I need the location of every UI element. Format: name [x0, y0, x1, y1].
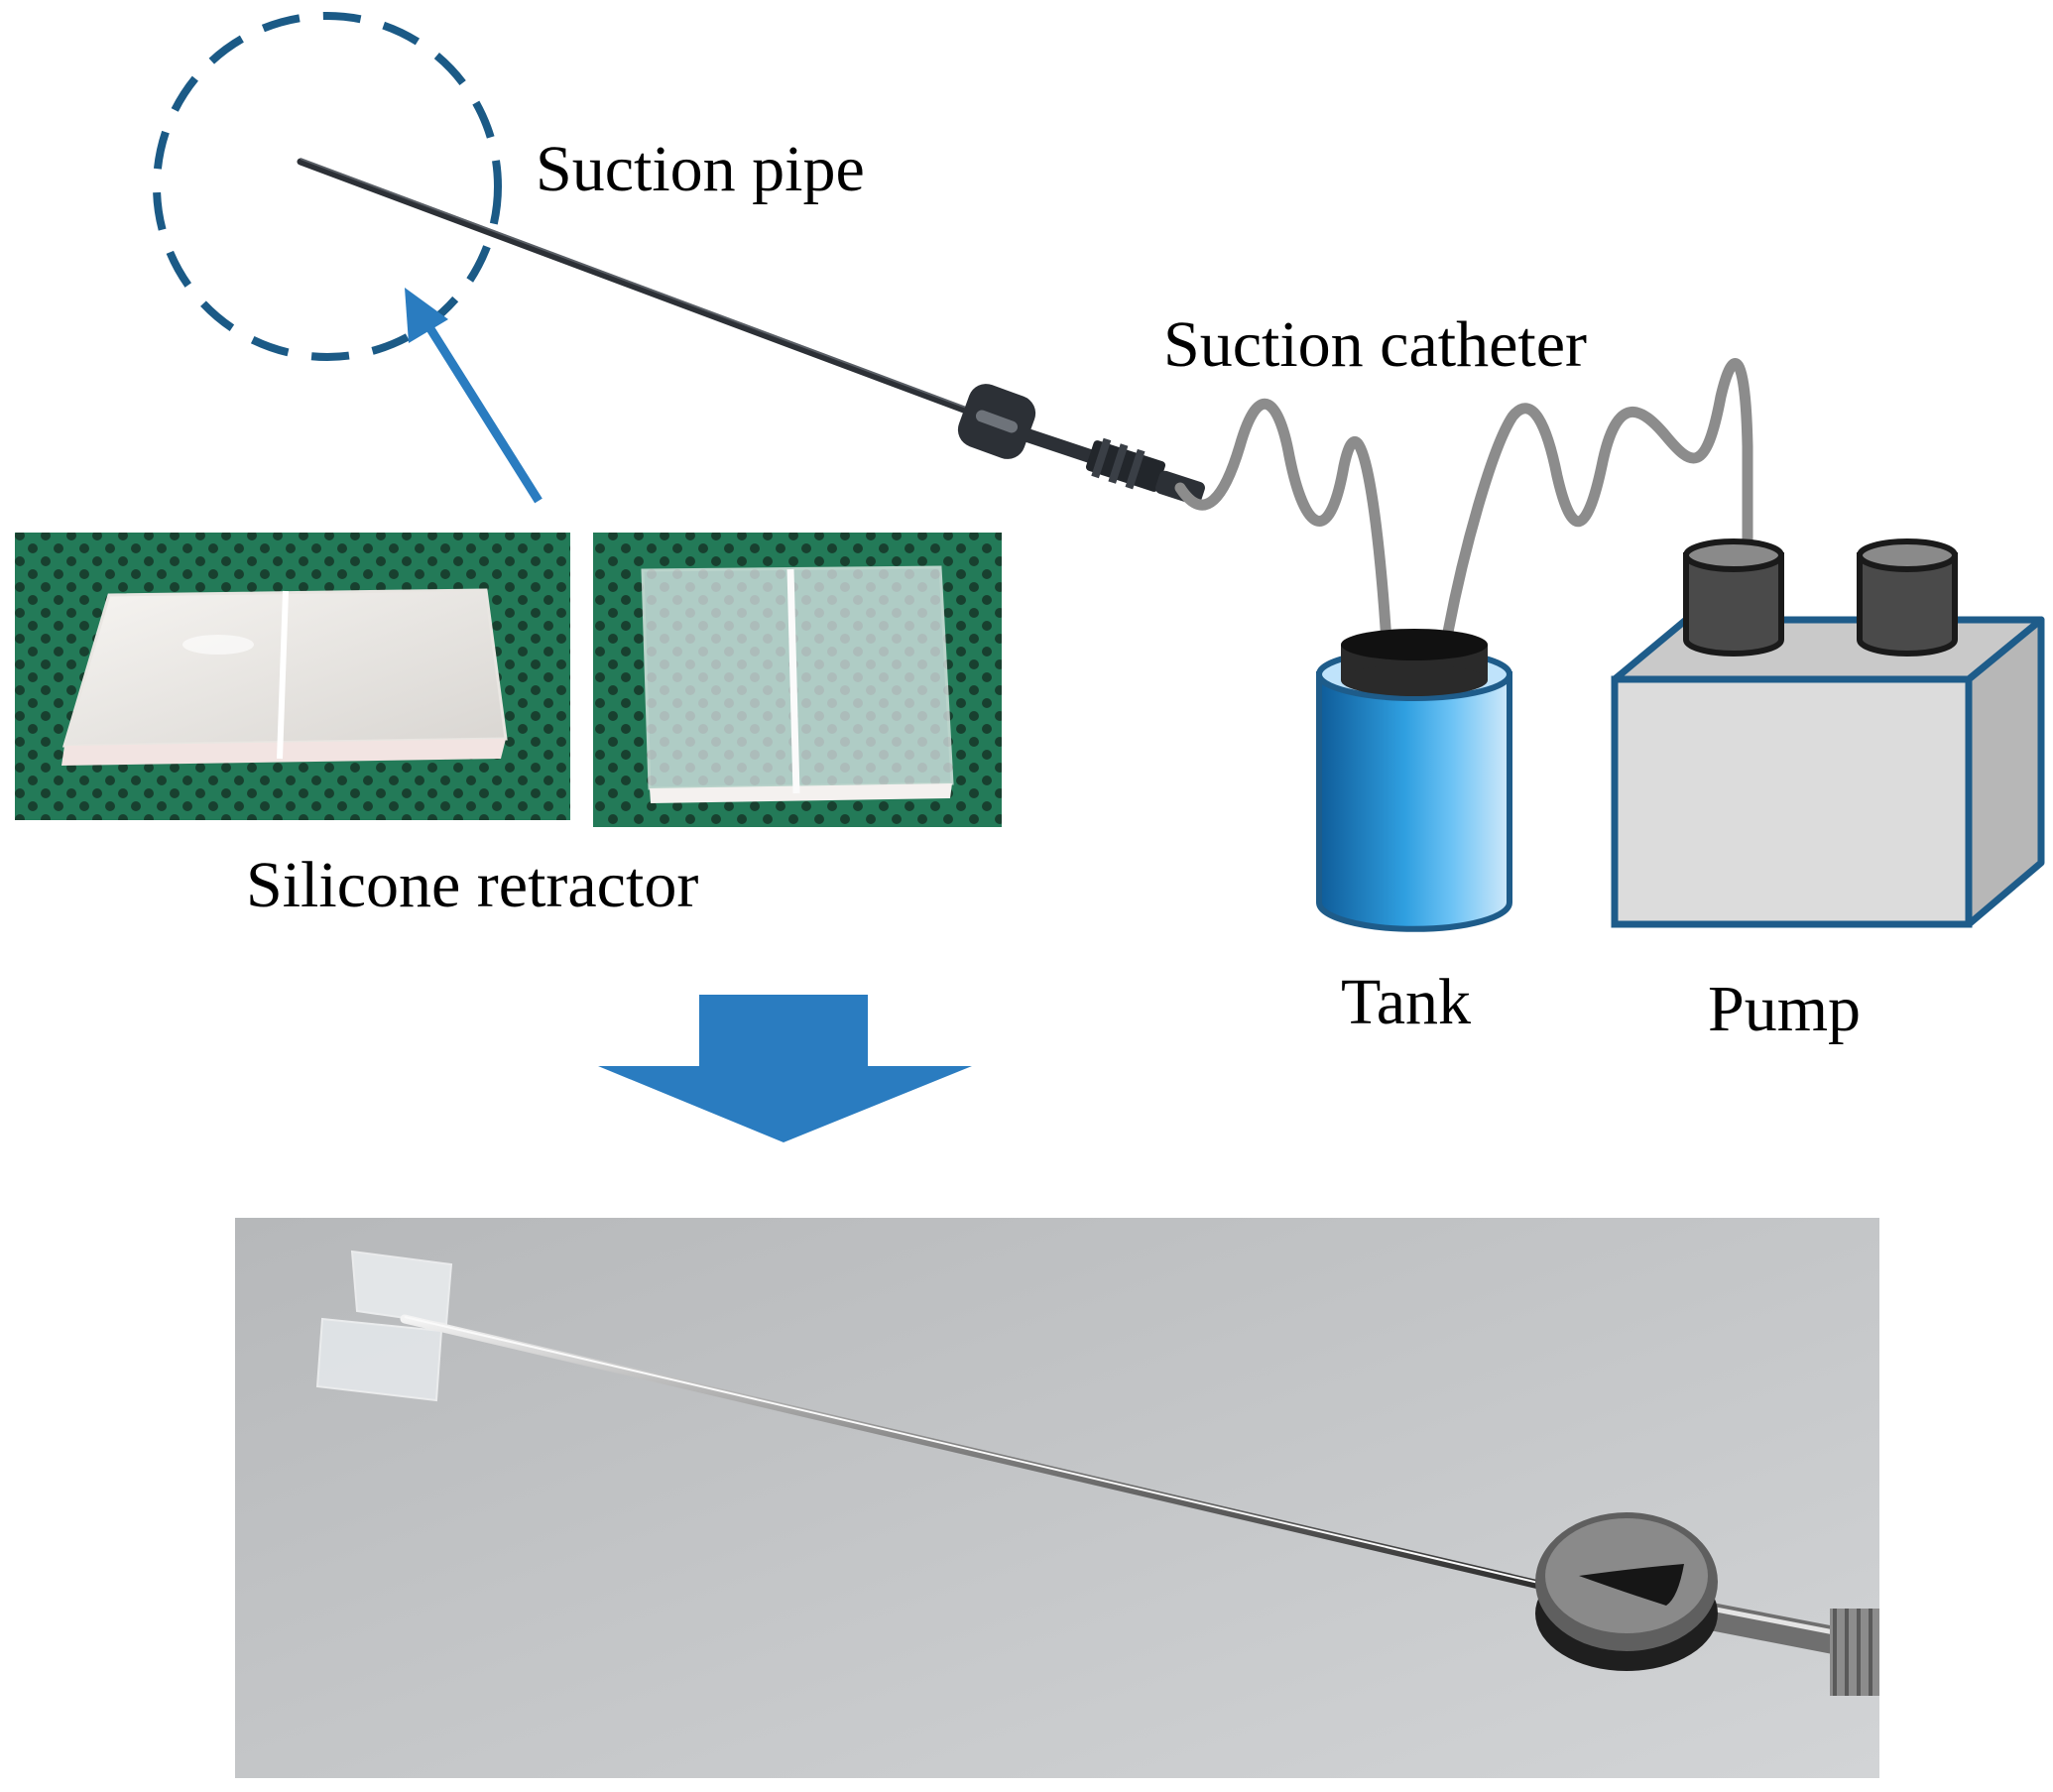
suction-pipe	[297, 158, 1205, 506]
pump-cap-left	[1683, 538, 1784, 657]
tank	[1316, 629, 1512, 932]
pump-label: Pump	[1708, 973, 1862, 1045]
silicone-retractor-label: Silicone retractor	[246, 849, 699, 921]
suction-catheter	[1174, 358, 1753, 649]
pipe-connector	[1085, 437, 1166, 492]
pump-cap-right	[1857, 538, 1958, 657]
pump	[1611, 538, 2045, 928]
suction-catheter-label: Suction catheter	[1163, 308, 1588, 381]
down-arrow-icon	[598, 995, 972, 1142]
retractor-photo-flat	[593, 533, 1002, 827]
dashed-circle-icon	[153, 12, 502, 361]
suction-pipe-label: Suction pipe	[536, 133, 865, 205]
tank-label: Tank	[1341, 966, 1472, 1038]
assembled-device-photo	[235, 1218, 1879, 1778]
knurled-grip	[1830, 1609, 1879, 1696]
retractor-photo-angled	[15, 533, 570, 820]
arrow-icon	[405, 288, 543, 504]
